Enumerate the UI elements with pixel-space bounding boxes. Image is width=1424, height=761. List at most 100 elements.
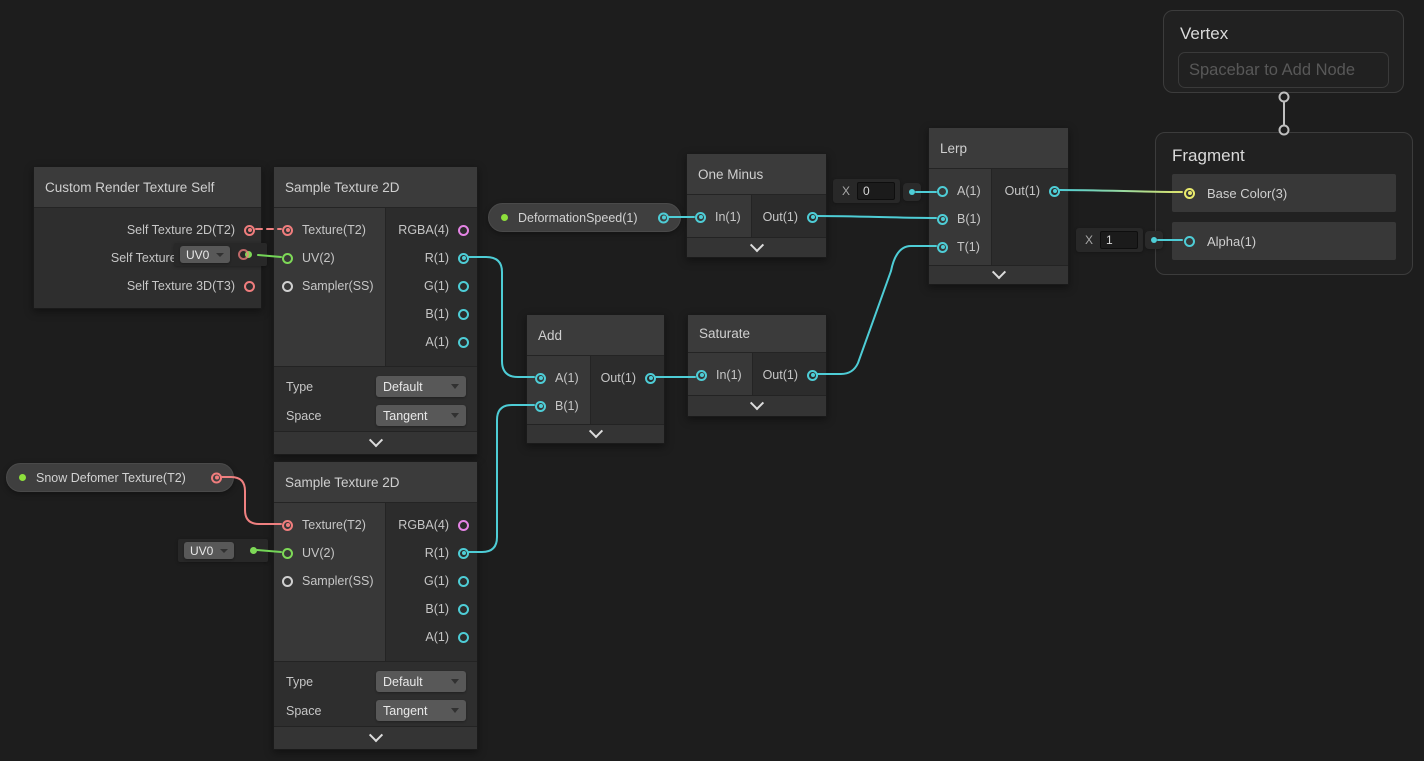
node-one-minus[interactable]: One Minus In(1) Out(1) (686, 153, 827, 258)
alpha-default-widget: X (1076, 228, 1144, 252)
property-label: DeformationSpeed(1) (518, 210, 638, 225)
output-row: Self Texture 3D(T3) (34, 272, 261, 300)
alpha-slot: Alpha(1) (1172, 222, 1396, 260)
type-dropdown[interactable]: Default (376, 671, 466, 692)
out-port[interactable] (1049, 185, 1060, 197)
alpha-value-input[interactable] (1100, 231, 1139, 249)
self-texture-3d-port[interactable] (244, 280, 255, 292)
chevron-down-icon (749, 237, 764, 252)
node-collapse-footer[interactable] (929, 265, 1068, 284)
node-collapse-footer[interactable] (274, 431, 477, 454)
node-title: Add (527, 315, 664, 356)
lerp-a-default-widget: X (833, 179, 901, 203)
base-color-slot: Base Color(3) (1172, 174, 1396, 212)
uv-channel-dropdown[interactable]: UV0 (180, 246, 230, 263)
chevron-down-icon (451, 413, 459, 418)
a-output-port[interactable] (458, 336, 469, 348)
out-port[interactable] (807, 369, 818, 381)
property-label: Snow Defomer Texture(T2) (36, 470, 186, 485)
node-title: Saturate (688, 315, 826, 353)
chevron-down-icon (588, 424, 603, 439)
b-input-port[interactable] (937, 213, 948, 225)
node-collapse-footer[interactable] (687, 237, 826, 257)
property-output-port[interactable] (211, 472, 222, 483)
node-vertex-master[interactable]: Vertex Spacebar to Add Node (1163, 10, 1404, 93)
wire-saturate-to-lerp-t[interactable] (817, 245, 937, 375)
space-dropdown[interactable]: Tangent (376, 405, 466, 426)
vertex-link-dot (1278, 91, 1290, 103)
a-input-port[interactable] (535, 372, 546, 384)
rgba-output-port[interactable] (458, 224, 469, 236)
r-output-port[interactable] (458, 252, 469, 264)
node-collapse-footer[interactable] (274, 726, 477, 749)
node-custom-render-texture-self[interactable]: Custom Render Texture Self Self Texture … (33, 166, 262, 309)
chevron-down-icon (216, 252, 224, 257)
sampler-input-port[interactable] (282, 575, 293, 587)
a-output-port[interactable] (458, 631, 469, 643)
rgba-output-port[interactable] (458, 519, 469, 531)
type-dropdown[interactable]: Default (376, 376, 466, 397)
in-port[interactable] (696, 369, 707, 381)
uv-widget-connector-dot (250, 547, 257, 554)
chevron-down-icon (220, 548, 228, 553)
chevron-down-icon (451, 679, 459, 684)
wire-r-to-add-b[interactable] (468, 404, 535, 553)
node-fragment-master[interactable]: Fragment Base Color(3) Alpha(1) (1155, 132, 1413, 275)
vertex-title: Vertex (1180, 24, 1229, 43)
uv-input-port[interactable] (282, 547, 293, 559)
lerp-a-value-input[interactable] (857, 182, 896, 200)
node-sample-texture-2d-bottom[interactable]: Sample Texture 2D Texture(T2) UV(2) Samp… (273, 461, 478, 750)
uv-channel-widget-top: UV0 (174, 243, 267, 266)
lerp-a-widget-connector (903, 183, 921, 201)
in-port[interactable] (695, 211, 706, 223)
output-row: Self Texture 2D(T2) (34, 216, 261, 244)
chevron-down-icon (451, 708, 459, 713)
chevron-down-icon (991, 265, 1006, 280)
x-component-label: X (842, 184, 851, 198)
t-input-port[interactable] (937, 241, 948, 253)
alpha-widget-connector (1145, 231, 1163, 249)
texture-input-port[interactable] (282, 519, 293, 531)
b-input-port[interactable] (535, 400, 546, 412)
property-pill-deformation-speed[interactable]: DeformationSpeed(1) (488, 203, 681, 232)
g-output-port[interactable] (458, 575, 469, 587)
node-title: Custom Render Texture Self (34, 167, 261, 208)
out-port[interactable] (645, 372, 656, 384)
connector-dot-icon (1151, 237, 1157, 243)
self-texture-2d-port[interactable] (244, 224, 255, 236)
b-output-port[interactable] (458, 308, 469, 320)
sampler-input-port[interactable] (282, 280, 293, 292)
uv-channel-widget-bottom: UV0 (178, 539, 268, 562)
fragment-title: Fragment (1172, 146, 1245, 165)
g-output-port[interactable] (458, 280, 469, 292)
property-pill-snow-deformer-texture[interactable]: Snow Defomer Texture(T2) (6, 463, 234, 492)
node-add[interactable]: Add A(1) B(1) Out(1) (526, 314, 665, 444)
node-saturate[interactable]: Saturate In(1) Out(1) (687, 314, 827, 417)
space-dropdown[interactable]: Tangent (376, 700, 466, 721)
x-component-label: X (1085, 233, 1094, 247)
node-title: Lerp (929, 128, 1068, 169)
wire-oneminus-to-lerp-b[interactable] (817, 215, 937, 219)
uv-channel-dropdown[interactable]: UV0 (184, 542, 234, 559)
base-color-port[interactable] (1184, 187, 1195, 199)
node-collapse-footer[interactable] (527, 424, 664, 443)
node-title: Sample Texture 2D (274, 462, 477, 503)
node-collapse-footer[interactable] (688, 395, 826, 416)
node-sample-texture-2d-top[interactable]: Sample Texture 2D Texture(T2) UV(2) Samp… (273, 166, 478, 455)
node-title: One Minus (687, 154, 826, 195)
self-texture-cube-port[interactable] (238, 249, 249, 260)
texture-input-port[interactable] (282, 224, 293, 236)
chevron-down-icon (749, 396, 765, 411)
b-output-port[interactable] (458, 603, 469, 615)
property-output-port[interactable] (658, 212, 669, 223)
r-output-port[interactable] (458, 547, 469, 559)
wire-r-to-add-a[interactable] (468, 256, 535, 378)
chevron-down-icon (368, 433, 383, 448)
out-port[interactable] (807, 211, 818, 223)
alpha-port[interactable] (1184, 235, 1195, 247)
property-dot-icon (19, 474, 26, 481)
a-input-port[interactable] (937, 185, 948, 197)
node-lerp[interactable]: Lerp A(1) B(1) T(1) Out(1) (928, 127, 1069, 285)
node-title: Sample Texture 2D (274, 167, 477, 208)
uv-input-port[interactable] (282, 252, 293, 264)
